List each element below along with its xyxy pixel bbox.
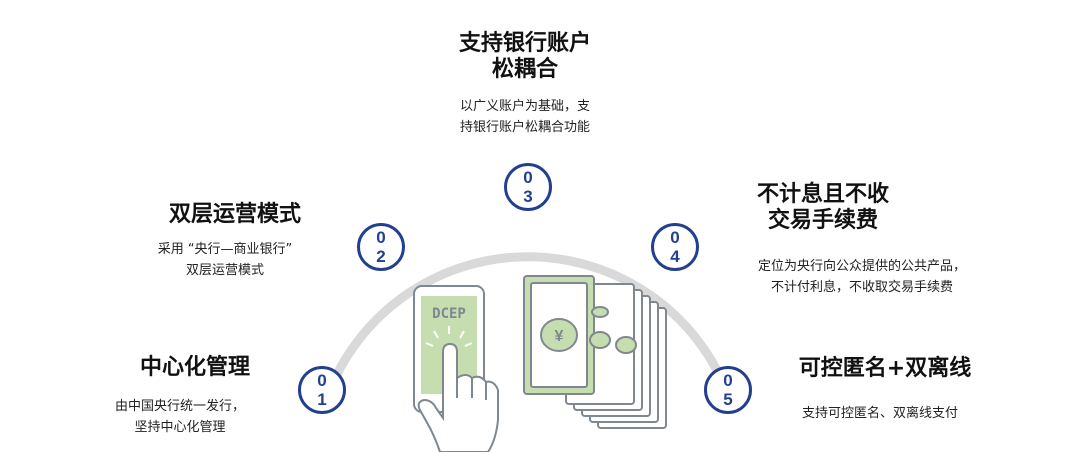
item-05-desc: 支持可控匿名、双离线支付 [790,403,970,424]
item-03-desc-line-1: 以广义账户为基础，支 [459,99,590,114]
item-05-title-line: 可控匿名+双离线 [798,356,972,381]
item-04-desc-line-2: 不计付利息，不收取交易手续费 [770,280,953,295]
item-03-title: 支持银行账户 松耦合 [440,31,610,83]
item-04-title-line-1: 不计息且不收 [756,182,889,207]
svg-text:¥: ¥ [555,328,564,345]
item-02-desc-line-1: 采用 “央行—商业银行” [157,242,293,257]
step-badge-03: 0 3 [504,163,552,211]
item-03-desc: 以广义账户为基础，支 持银行账户松耦合功能 [445,96,605,138]
banknotes-icon: ¥ [523,275,667,429]
step-badge-05: 0 5 [704,366,752,414]
item-03-desc-line-2: 持银行账户松耦合功能 [459,120,590,135]
step-badge-01: 0 1 [298,366,346,414]
step-badge-05-bottom: 5 [723,390,733,409]
item-02-title: 双层运营模式 [160,202,310,228]
item-01-desc-line-1: 由中国央行统一发行， [114,399,245,414]
item-05-title: 可控匿名+双离线 [785,356,985,382]
item-01-title: 中心化管理 [135,355,255,381]
hand-icon [417,342,499,452]
step-badge-02: 0 2 [357,223,405,271]
step-badge-04-top: 0 [670,228,680,247]
item-04-title: 不计息且不收 交易手续费 [748,182,898,234]
step-badge-04-bottom: 4 [670,247,680,266]
item-01-desc-line-2: 坚持中心化管理 [134,420,226,435]
item-01-title-line: 中心化管理 [139,355,250,380]
step-badge-03-bottom: 3 [523,187,533,206]
step-badge-03-top: 0 [523,168,533,187]
item-03-title-line-2: 松耦合 [491,57,558,82]
phone-label: DCEP [432,306,466,322]
item-04-desc-line-1: 定位为央行向公众提供的公共产品， [757,259,966,274]
item-03-title-line-1: 支持银行账户 [458,31,591,56]
item-05-desc-line-1: 支持可控匿名、双离线支付 [801,406,958,421]
item-02-title-line: 双层运营模式 [168,202,301,227]
step-badge-04: 0 4 [651,223,699,271]
item-01-desc: 由中国央行统一发行， 坚持中心化管理 [100,396,260,438]
item-04-desc: 定位为央行向公众提供的公共产品， 不计付利息，不收取交易手续费 [742,256,982,298]
step-badge-02-bottom: 2 [376,247,386,266]
step-badge-01-top: 0 [317,371,327,390]
step-badge-01-bottom: 1 [317,390,327,409]
step-badge-05-top: 0 [723,371,733,390]
item-02-desc: 采用 “央行—商业银行” 双层运营模式 [140,239,310,281]
item-02-desc-line-2: 双层运营模式 [185,263,264,278]
step-badge-02-top: 0 [376,228,386,247]
item-04-title-line-2: 交易手续费 [767,208,878,233]
